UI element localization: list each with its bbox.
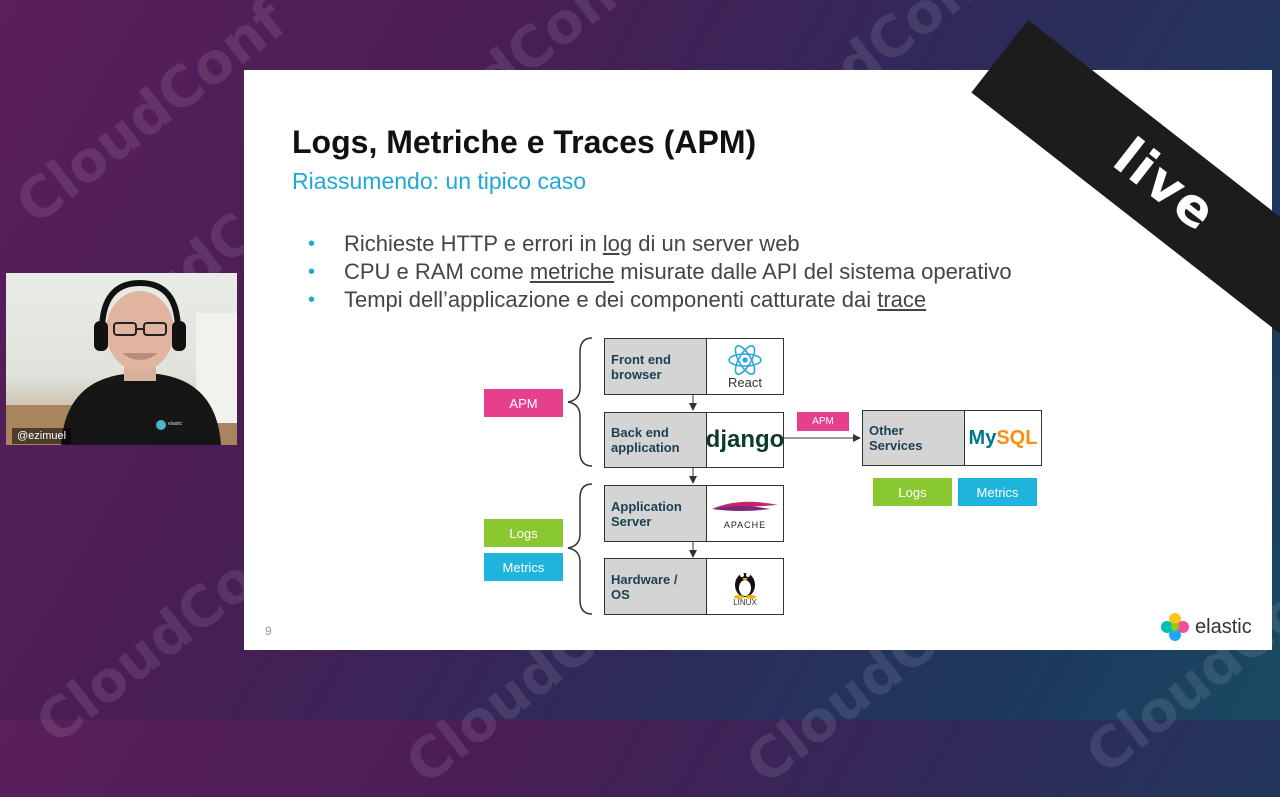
box-label: Application Server (605, 486, 707, 541)
react-logo-text: React (728, 375, 762, 390)
tux-penguin-icon (734, 572, 756, 599)
react-logo: React (707, 339, 783, 394)
apache-logo: APACHE (707, 486, 783, 541)
logs-tag: Logs (484, 519, 563, 547)
bullet-item: CPU e RAM come metriche misurate dalle A… (308, 258, 1012, 286)
box-label: Other Services (863, 411, 965, 465)
linux-logo: LINUX (707, 559, 783, 614)
presenter-webcam: elastic (6, 273, 237, 445)
box-label: Front end browser (605, 339, 707, 394)
underlined-term: metriche (529, 259, 615, 284)
django-logo-text: django (705, 426, 785, 453)
elastic-logo-icon (1161, 613, 1189, 641)
mysql-logo-text-sql: SQL (996, 426, 1038, 449)
backend-application-box: Back end application django (604, 412, 784, 468)
diagram-connectors (567, 337, 861, 615)
metrics-tag: Metrics (958, 478, 1037, 506)
underlined-term: trace (877, 287, 927, 312)
hardware-os-box: Hardware / OS LINUX (604, 558, 784, 615)
frontend-browser-box: Front end browser React (604, 338, 784, 395)
bullet-list: Richieste HTTP e errori in log di un ser… (308, 230, 1012, 314)
apm-tag: APM (484, 389, 563, 417)
slide-title: Logs, Metriche e Traces (APM) (292, 124, 757, 160)
apache-feather-icon (712, 501, 778, 511)
brace-upper (567, 337, 593, 467)
elastic-logo-text: elastic (1195, 615, 1252, 638)
linux-logo-text: LINUX (733, 597, 757, 607)
bullet-item: Tempi dell’applicazione e dei componenti… (308, 286, 1012, 314)
react-atom-icon (728, 345, 762, 375)
django-logo: django (705, 413, 785, 467)
bullet-item: Richieste HTTP e errori in log di un ser… (308, 230, 1012, 258)
presenter-figure (6, 279, 237, 445)
apm-tag-small: APM (797, 412, 849, 431)
box-label: Hardware / OS (605, 559, 707, 614)
application-server-box: Application Server APACHE (604, 485, 784, 542)
shirt-logo-text: elastic (168, 421, 183, 427)
apache-logo-text: APACHE (723, 520, 767, 530)
logs-tag: Logs (873, 478, 952, 506)
presenter-name-label: @ezimuel (12, 428, 72, 444)
box-label: Back end application (605, 413, 707, 467)
mysql-logo-text-my: My (968, 426, 997, 449)
brace-lower (567, 483, 593, 615)
slide-subtitle: Riassumendo: un tipico caso (292, 168, 587, 194)
page-number: 9 (265, 624, 272, 638)
metrics-tag: Metrics (484, 553, 563, 581)
underlined-term: log (602, 231, 633, 256)
elastic-brand: elastic (1160, 612, 1252, 642)
